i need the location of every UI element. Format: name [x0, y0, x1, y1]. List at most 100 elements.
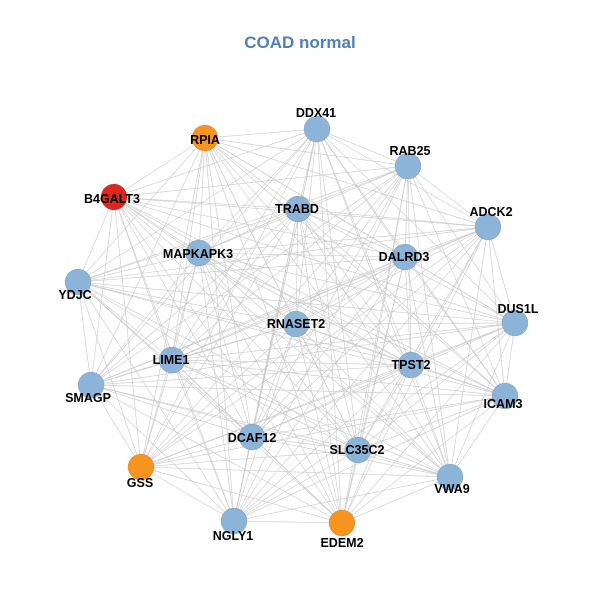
edge	[357, 364, 412, 451]
edge	[90, 384, 253, 438]
edge	[77, 252, 200, 283]
edge	[113, 196, 516, 324]
edge	[251, 256, 406, 438]
edge	[90, 384, 506, 397]
edge	[140, 466, 343, 524]
node-label-ydjc: YDJC	[58, 288, 91, 302]
edge	[357, 226, 489, 451]
node-label-mapkapk3: MAPKAPK3	[163, 247, 233, 261]
edge	[77, 165, 409, 283]
edges-layer	[77, 128, 516, 524]
node-lime1	[158, 346, 186, 374]
edge	[113, 196, 173, 361]
node-ydjc	[64, 268, 92, 296]
edge	[404, 256, 412, 366]
edge	[251, 436, 343, 524]
edge	[357, 322, 516, 451]
node-label-tpst2: TPST2	[392, 358, 431, 372]
edge	[171, 208, 299, 361]
edge	[113, 196, 343, 524]
edge	[140, 137, 206, 468]
edge	[410, 226, 489, 366]
edge	[233, 476, 451, 522]
edge	[198, 252, 235, 522]
edge	[357, 449, 451, 478]
node-slc35c2	[344, 436, 372, 464]
node-label-rab25: RAB25	[390, 144, 431, 158]
edge	[449, 395, 506, 478]
edge	[90, 384, 343, 524]
edge	[204, 137, 235, 522]
labels-layer: DDX41RAB25ADCK2DUS1LICAM3VWA9EDEM2NGLY1G…	[58, 106, 539, 550]
edge	[171, 359, 235, 522]
edge	[297, 208, 506, 397]
edge	[487, 226, 516, 324]
edge	[204, 137, 299, 210]
node-label-gss: GSS	[127, 476, 153, 490]
edge	[77, 281, 343, 524]
nodes-layer	[64, 115, 529, 537]
edge	[198, 128, 318, 254]
edge	[90, 384, 235, 522]
edge	[140, 208, 299, 468]
edge	[140, 449, 359, 468]
node-label-adck2: ADCK2	[469, 205, 512, 219]
edge	[357, 256, 406, 451]
edge	[90, 384, 142, 468]
edge	[233, 520, 343, 524]
node-label-trabd: TRABD	[275, 202, 319, 216]
edge	[251, 165, 409, 438]
edge	[410, 364, 451, 478]
edge	[171, 128, 318, 361]
edge	[171, 359, 506, 397]
edge	[251, 436, 359, 451]
edge	[404, 256, 451, 478]
edge	[295, 323, 343, 524]
edge	[90, 137, 206, 386]
edge	[140, 364, 412, 468]
edge	[171, 323, 297, 361]
edge	[171, 226, 489, 361]
edge	[341, 476, 451, 524]
node-rnaset2	[282, 310, 310, 338]
edge	[90, 384, 359, 451]
edge	[171, 359, 359, 451]
edge	[198, 252, 406, 258]
node-label-ngly1: NGLY1	[213, 529, 254, 543]
node-label-lime1: LIME1	[153, 353, 190, 367]
node-ddx41	[303, 115, 331, 143]
edge	[77, 281, 297, 325]
node-icam3	[491, 382, 519, 410]
edge	[171, 359, 451, 478]
edge	[90, 196, 115, 386]
edge	[233, 449, 359, 522]
edge	[297, 208, 412, 366]
node-b4galt3	[100, 183, 128, 211]
node-dus1l	[501, 309, 529, 337]
edge	[90, 208, 299, 386]
node-dalrd3	[391, 243, 419, 271]
edge	[295, 323, 359, 451]
edge	[198, 252, 343, 524]
edge	[77, 281, 173, 361]
edge	[233, 256, 406, 522]
node-label-edem2: EDEM2	[320, 536, 363, 550]
edge	[295, 322, 516, 325]
edge	[90, 252, 200, 386]
node-adck2	[474, 213, 502, 241]
edge	[316, 128, 412, 366]
edge	[77, 281, 359, 451]
node-rab25	[394, 152, 422, 180]
node-tpst2	[397, 351, 425, 379]
edge	[140, 322, 516, 468]
node-vwa9	[436, 463, 464, 491]
edge	[140, 466, 451, 478]
edge	[77, 281, 451, 478]
edge	[77, 128, 318, 283]
edge	[233, 323, 297, 522]
node-label-b4galt3: B4GALT3	[84, 192, 140, 206]
node-label-smagp: SMAGP	[65, 391, 111, 405]
edge	[77, 281, 92, 386]
edge	[233, 436, 253, 522]
